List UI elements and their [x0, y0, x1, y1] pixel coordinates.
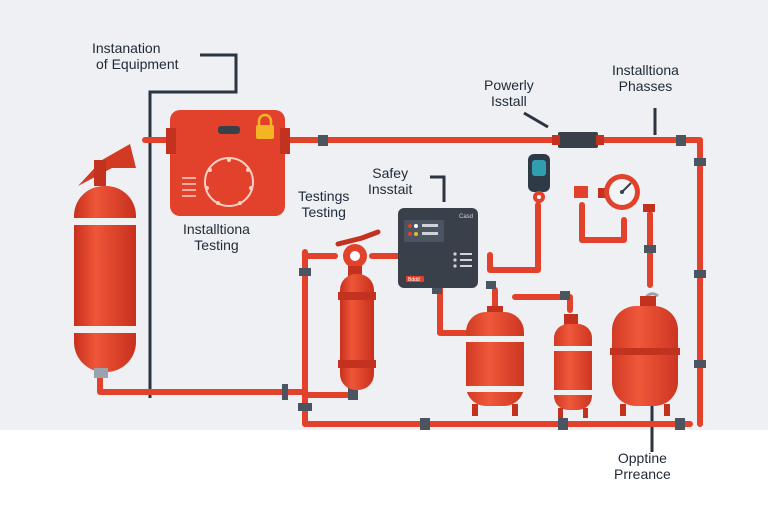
fire-extinguisher-icon: [72, 144, 138, 378]
panel-tag: Casd: [459, 214, 473, 220]
middle-tank: [464, 306, 526, 416]
large-tank: [610, 292, 680, 416]
label-line: Instanation: [92, 40, 161, 56]
label-line: Powerly: [484, 77, 534, 93]
vent-lines: [182, 177, 196, 197]
center-cylinder: [335, 229, 381, 390]
control-cabinet: [166, 110, 290, 216]
panel-indicator: Bddd: [408, 277, 420, 283]
label-line: Opptine: [617, 450, 667, 466]
inline-valve: [558, 132, 598, 148]
panel-screen: [404, 220, 444, 242]
label-line: Prreance: [614, 466, 671, 482]
pipe-joints: [282, 135, 706, 430]
small-tank: [552, 314, 594, 418]
label-installation-phases: Installtiona Phasses: [612, 62, 679, 94]
label-line: Testing: [194, 237, 239, 253]
dial-icon: [204, 157, 254, 207]
label-powerly: Powerly Isstall: [484, 77, 534, 109]
label-opptine: Opptine Prreance: [614, 450, 671, 482]
label-line: of Equipment: [96, 56, 179, 72]
label-line: Testings: [298, 188, 350, 204]
label-line: Installtiona: [612, 62, 679, 78]
control-panel: Casd Bddd: [398, 208, 478, 288]
label-line: Insstait: [368, 181, 413, 197]
label-safety: Safey Insstait: [368, 165, 412, 197]
cabinet-slot: [218, 126, 240, 134]
label-line: Installtiona: [183, 221, 250, 237]
label-line: Phasses: [618, 78, 673, 94]
label-line: Isstall: [491, 93, 527, 109]
label-line: Testing: [301, 204, 346, 220]
pressure-gauge-icon: [574, 174, 655, 212]
sensor-gauge-icon: [528, 154, 550, 203]
label-testings: Testings Testing: [298, 188, 349, 220]
label-installation-equipment: Instanation of Equipment: [92, 40, 179, 72]
floor: [0, 430, 768, 512]
lock-icon: [256, 113, 274, 139]
label-line: Safey: [372, 165, 409, 181]
label-installation-testing: Installtiona Testing: [183, 221, 250, 253]
